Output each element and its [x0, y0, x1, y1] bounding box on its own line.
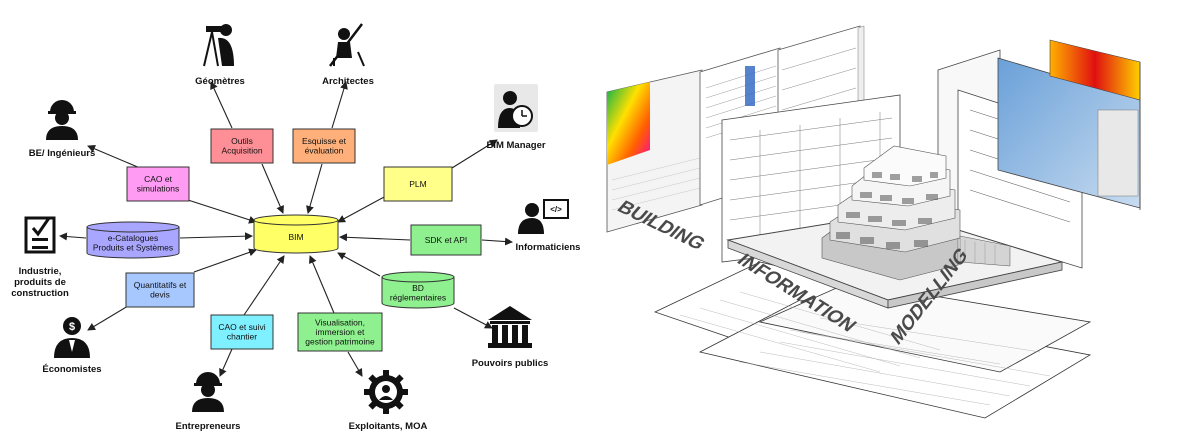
developer-icon: </> — [518, 199, 569, 234]
arrow-visualisation-to-bim — [309, 255, 335, 314]
actor-label: produits de — [14, 277, 66, 288]
arrow-plm-to-bim — [337, 195, 387, 223]
actor-label: construction — [11, 288, 69, 299]
label-line: BD — [412, 283, 424, 293]
actor-label: Exploitants, MOA — [349, 421, 428, 432]
arrows-layer — [59, 81, 513, 377]
label-line: Quantitatifs et — [134, 280, 187, 290]
label-line: SDK et API — [425, 235, 468, 245]
label-line: e-Catalogues — [108, 233, 159, 243]
label-line: simulations — [137, 184, 180, 194]
actor-be-ingenieurs: BE/ Ingénieurs — [29, 100, 96, 159]
actor-label: Informaticiens — [516, 242, 581, 253]
architect-icon — [329, 23, 365, 67]
contractor-icon — [192, 372, 224, 412]
manager-clock-icon — [494, 84, 538, 132]
label-line: Outils — [231, 136, 253, 146]
bim-center-label: BIM — [288, 232, 303, 242]
arrow-esquisse-evaluation-to-actor — [331, 81, 348, 129]
actor-label: Économistes — [42, 364, 101, 375]
engineer-icon — [46, 100, 78, 140]
label-line: Visualisation, — [315, 317, 365, 327]
actor-label: Architectes — [322, 76, 374, 87]
arrow-cao-suivi-chantier-to-actor — [219, 348, 233, 377]
gear-person-icon — [364, 370, 408, 414]
actor-label: BIM Manager — [486, 140, 545, 151]
actor-label: Industrie, — [19, 266, 62, 277]
actor-label: Entrepreneurs — [176, 421, 241, 432]
arrow-cao-simulations-to-bim — [187, 199, 257, 224]
arrow-bd-reglementaires-to-actor — [453, 307, 493, 329]
arrow-cao-simulations-to-actor — [87, 145, 141, 169]
building-model — [821, 145, 1011, 281]
economist-icon: $ — [54, 317, 90, 358]
label-line: chantier — [227, 332, 257, 342]
label-line: devis — [150, 290, 170, 300]
arrow-outils-acquisition-to-actor — [210, 81, 233, 129]
government-building-icon — [488, 306, 532, 348]
label-line: réglementaires — [390, 293, 446, 303]
actor-economistes: $ Économistes — [42, 317, 102, 375]
label-line: CAO et suivi — [218, 322, 265, 332]
actor-exploitants-moa: Exploitants, MOA — [349, 370, 428, 432]
actor-label: Géomètres — [195, 76, 245, 87]
arrow-quantitatifs-devis-to-bim — [193, 248, 257, 273]
checklist-icon — [24, 216, 56, 254]
label-line: gestion patrimoine — [305, 336, 375, 346]
arrow-outils-acquisition-to-bim — [261, 163, 284, 214]
label-line: Acquisition — [221, 146, 262, 156]
svg-text:</>: </> — [550, 205, 562, 214]
actor-architectes: Architectes — [322, 23, 374, 87]
actor-bim-manager: BIM Manager — [486, 84, 546, 151]
label-line: Produits et Systèmes — [93, 243, 173, 253]
floor-sheets — [653, 261, 1092, 419]
bim-center-node: BIM — [253, 214, 339, 254]
label-line: Esquisse et — [302, 136, 347, 146]
label-line: évaluation — [305, 146, 344, 156]
arrow-e-catalogues-to-actor — [59, 232, 87, 241]
label-line: PLM — [409, 179, 426, 189]
label-line: CAO et — [144, 174, 173, 184]
svg-text:$: $ — [69, 321, 75, 333]
actor-informaticiens: </> Informaticiens — [516, 199, 581, 253]
back-sheets — [606, 25, 1141, 269]
surveyor-icon — [203, 24, 234, 67]
arrow-esquisse-evaluation-to-bim — [306, 163, 323, 214]
actor-entrepreneurs: Entrepreneurs — [176, 372, 241, 432]
arrow-visualisation-to-actor — [347, 351, 363, 377]
arrow-e-catalogues-to-bim — [179, 232, 253, 241]
actor-pouvoirs-publics: Pouvoirs publics — [472, 306, 549, 369]
arrow-cao-suivi-chantier-to-bim — [243, 255, 285, 316]
arrow-bd-reglementaires-to-bim — [337, 252, 381, 277]
tool-node-plm: PLM — [383, 166, 453, 202]
bim-building-illustration: BUILDING INFORMATION MODELLING — [606, 25, 1141, 419]
arrow-quantitatifs-devis-to-actor — [87, 305, 129, 331]
arrow-plm-to-actor — [451, 139, 498, 169]
tool-node-sdk-api: SDK et API — [410, 224, 482, 256]
actor-geometres: Géomètres — [195, 24, 245, 87]
actor-label: Pouvoirs publics — [472, 358, 549, 369]
arrow-sdk-api-to-actor — [481, 237, 513, 246]
label-line: immersion et — [316, 327, 365, 337]
actor-label: BE/ Ingénieurs — [29, 148, 96, 159]
arrow-sdk-api-to-bim — [339, 233, 411, 242]
